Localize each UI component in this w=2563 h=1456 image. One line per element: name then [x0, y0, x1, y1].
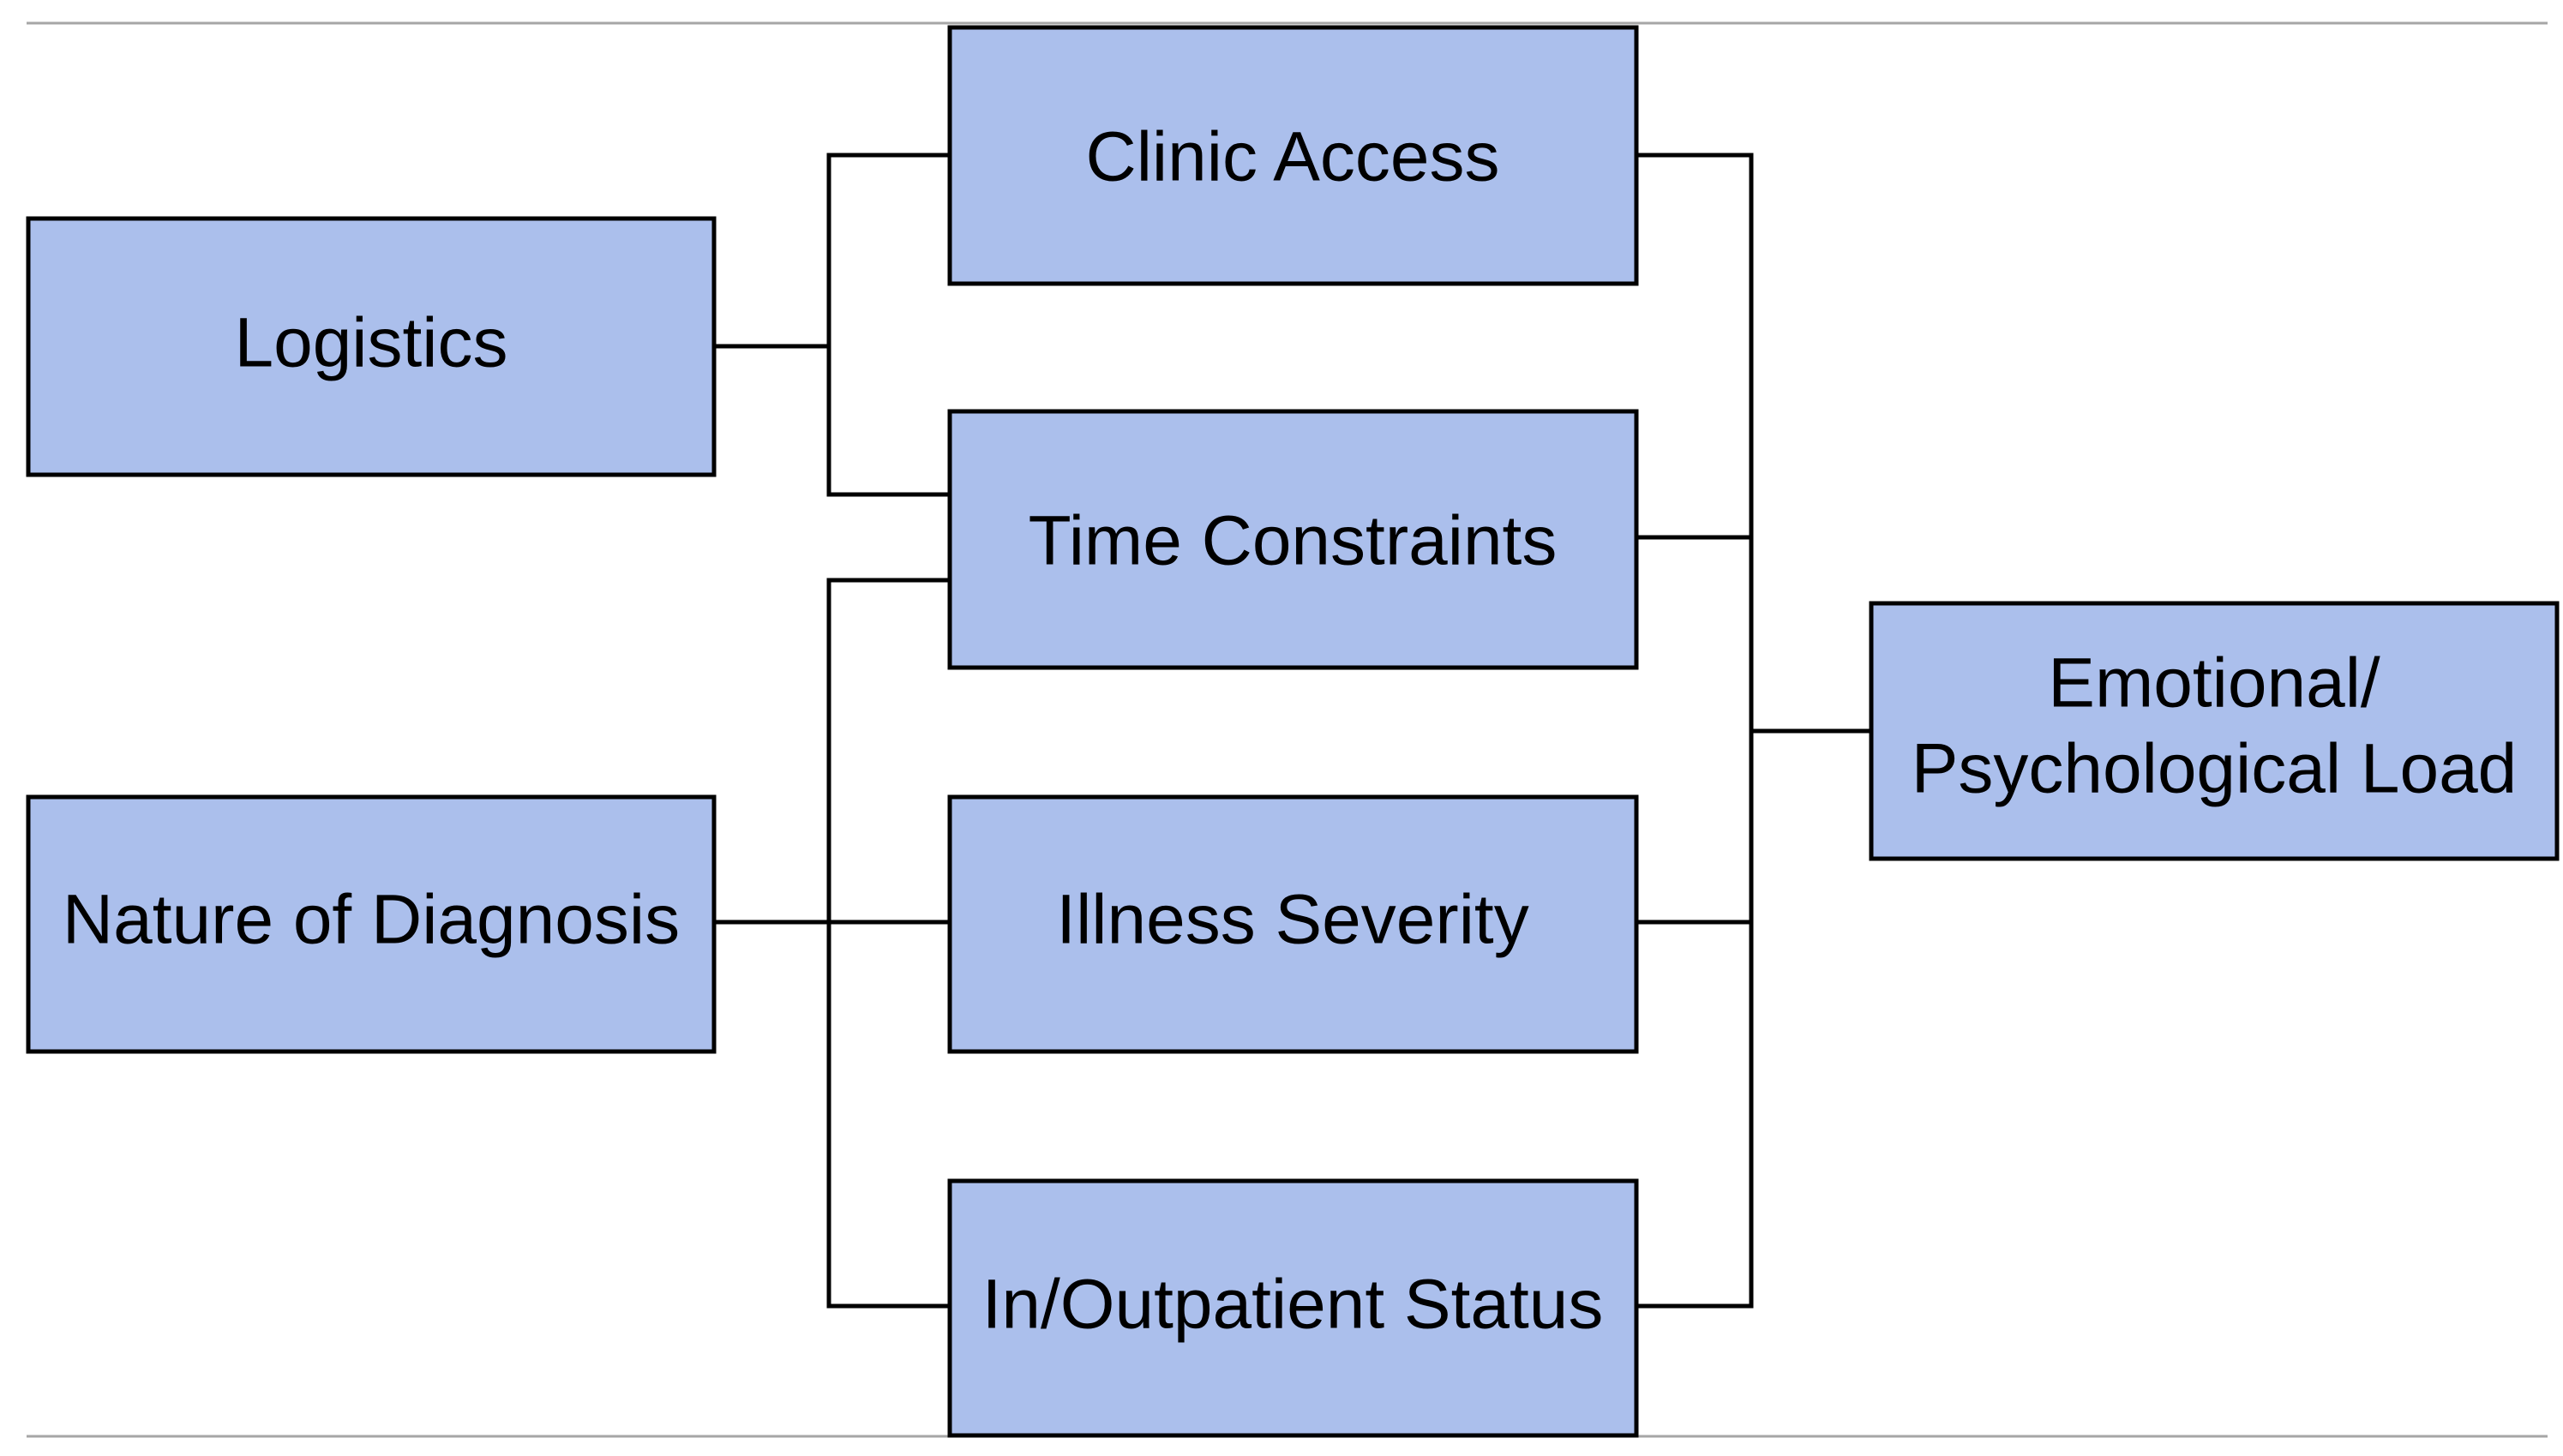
node-illness-severity-box: [947, 794, 1639, 1054]
edge-logistics-clinic-access: [826, 153, 948, 349]
node-clinic-access-box: [947, 25, 1639, 286]
node-nature-of-diagnosis: Nature of Diagnosis: [26, 794, 717, 1054]
node-time-constraints-box: [947, 409, 1639, 670]
node-clinic-access: Clinic Access: [947, 25, 1639, 286]
edge-logistics-time-constraints: [826, 344, 948, 497]
node-illness-severity: Illness Severity: [947, 794, 1639, 1054]
node-illness-severity-label: Illness Severity: [1056, 881, 1528, 959]
node-nature-of-diagnosis-label: Nature of Diagnosis: [63, 881, 680, 959]
node-logistics: Logistics: [26, 216, 717, 477]
node-logistics-box: [26, 216, 717, 477]
node-time-constraints: Time Constraints: [947, 409, 1639, 670]
node-inoutpatient-status: In/Outpatient Status: [947, 1178, 1639, 1438]
node-emotional-load-label-line2: Psychological Load: [1912, 730, 2518, 808]
node-logistics-label: Logistics: [234, 304, 507, 382]
node-emotional-load: Emotional/ Psychological Load: [1869, 601, 2560, 861]
edge-diagnosis-time-constraints: [826, 578, 948, 1309]
node-emotional-load-box: [1869, 601, 2560, 861]
node-nature-of-diagnosis-box: [26, 794, 717, 1054]
node-clinic-access-label: Clinic Access: [1085, 118, 1499, 196]
node-inoutpatient-status-box: [947, 1178, 1639, 1438]
node-inoutpatient-status-label: In/Outpatient Status: [982, 1266, 1604, 1344]
node-time-constraints-label: Time Constraints: [1029, 502, 1558, 580]
node-emotional-load-label-line1: Emotional/: [2048, 644, 2380, 722]
connectors-nature-of-diagnosis: [711, 578, 948, 1309]
connectors-logistics: [711, 153, 948, 497]
connectors-emotional-load: [1632, 153, 1874, 1309]
